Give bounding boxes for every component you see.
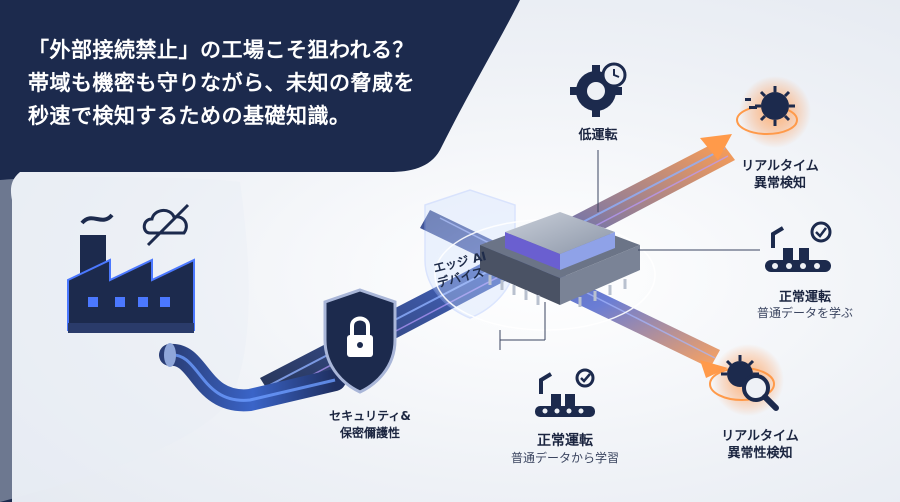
normal-op-right-sub: 普通データを学ぶ: [756, 306, 853, 320]
edge-ai-chip: [480, 212, 640, 307]
low-power-label: 低運転: [578, 128, 618, 143]
headline-line-3: 秒速で検知するための基礎知識。: [28, 104, 351, 128]
conveyor-icon-right: [765, 221, 832, 272]
virus-scan-icon-top: [736, 76, 811, 148]
normal-op-bottom-title: 正常運転: [537, 433, 593, 449]
headline: 「外部接続禁止」の工場こそ狙われる？ 帯域も機密も守りながら、未知の脅威を 秒速…: [28, 34, 468, 133]
realtime-detect-bottom-label: リアルタイム 異常性検知: [721, 429, 799, 461]
lower-curve: [0, 177, 249, 502]
leader-lines: [499, 150, 760, 350]
realtime-detect-top-label: リアルタイム 異常検知: [741, 159, 819, 191]
pipe-end: [164, 343, 176, 367]
gear-clock-icon: [570, 62, 627, 117]
headline-line-1: 「外部接続禁止」の工場こそ狙われる？: [28, 38, 414, 62]
no-cloud-icon: [142, 203, 190, 247]
normal-op-bottom-sub: 普通データから学習: [510, 451, 619, 465]
conveyor-icon-bottom: [535, 368, 595, 417]
virus-magnifier-icon: [709, 344, 784, 416]
headline-line-2: 帯域も機密も守りながら、未知の脅威を: [28, 71, 415, 95]
header-panel: [0, 0, 520, 172]
left-band: [0, 172, 20, 502]
shield-lock-icon: [323, 288, 397, 394]
arrow-top-right: [700, 134, 732, 160]
security-label: セキュリティ& 保密儞護性: [329, 409, 411, 440]
normal-op-right-title: 正常運転: [778, 290, 831, 305]
factory-icon: [67, 213, 195, 333]
